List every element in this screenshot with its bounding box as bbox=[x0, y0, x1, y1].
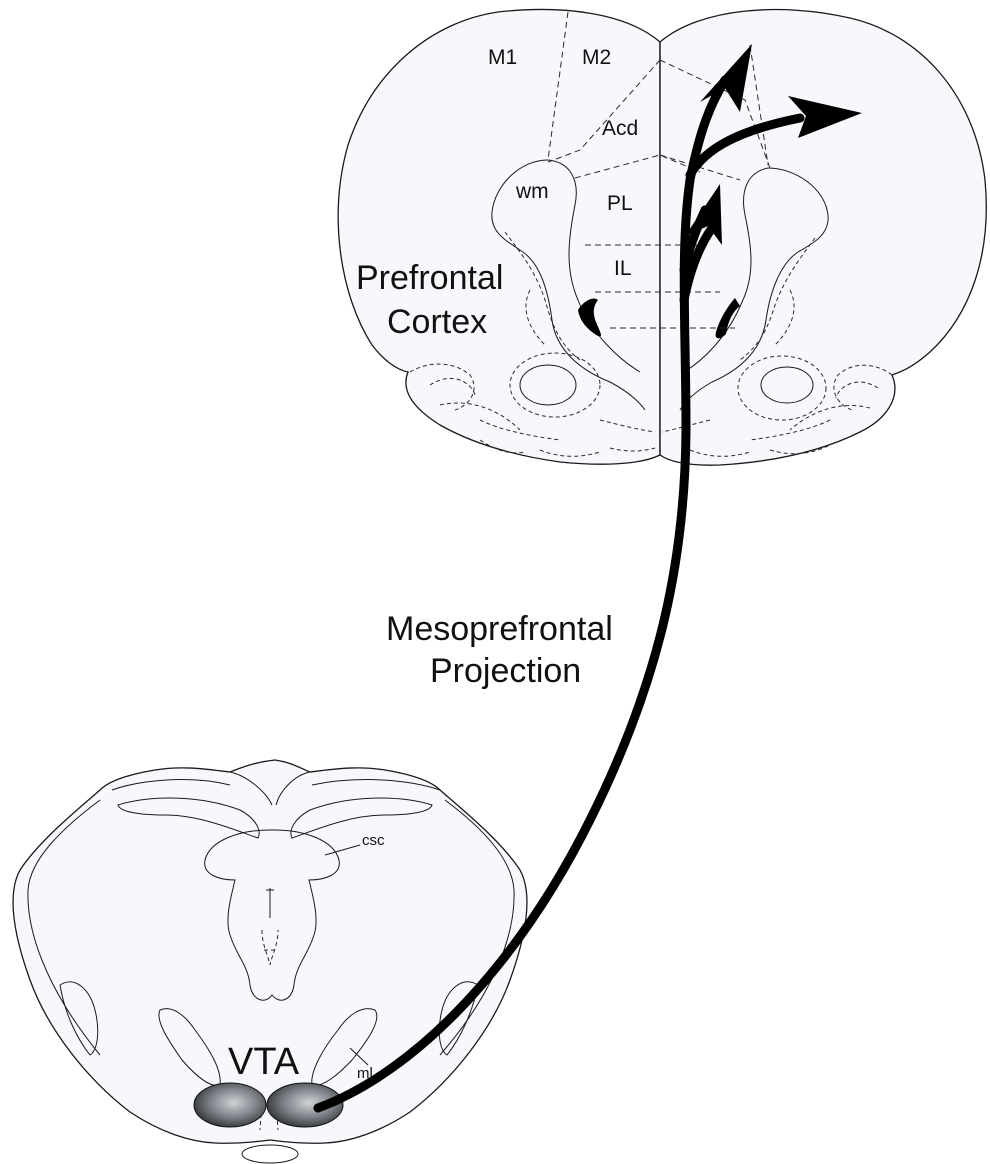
label-csc: csc bbox=[362, 832, 385, 849]
label-vta: VTA bbox=[228, 1041, 300, 1083]
label-m2: M2 bbox=[582, 46, 611, 69]
label-wm: wm bbox=[515, 180, 549, 203]
pfc-label-line2: Cortex bbox=[387, 303, 487, 341]
vta-left-nucleus bbox=[194, 1083, 266, 1127]
projection-label-line1: Mesoprefrontal bbox=[386, 610, 613, 648]
label-ml: ml bbox=[357, 1065, 373, 1082]
label-acd: Acd bbox=[602, 117, 638, 140]
label-pl: PL bbox=[607, 192, 633, 215]
label-m1: M1 bbox=[488, 46, 517, 69]
midbrain-section bbox=[13, 760, 527, 1163]
prefrontal-cortex-section bbox=[338, 10, 986, 466]
left-hemisphere-outline bbox=[338, 10, 660, 465]
midbrain-outline bbox=[13, 760, 527, 1143]
pfc-label-line1: Prefrontal bbox=[356, 259, 503, 297]
label-il: IL bbox=[614, 257, 632, 280]
ventral-ellipse bbox=[242, 1145, 298, 1163]
projection-label-line2: Projection bbox=[430, 652, 581, 690]
